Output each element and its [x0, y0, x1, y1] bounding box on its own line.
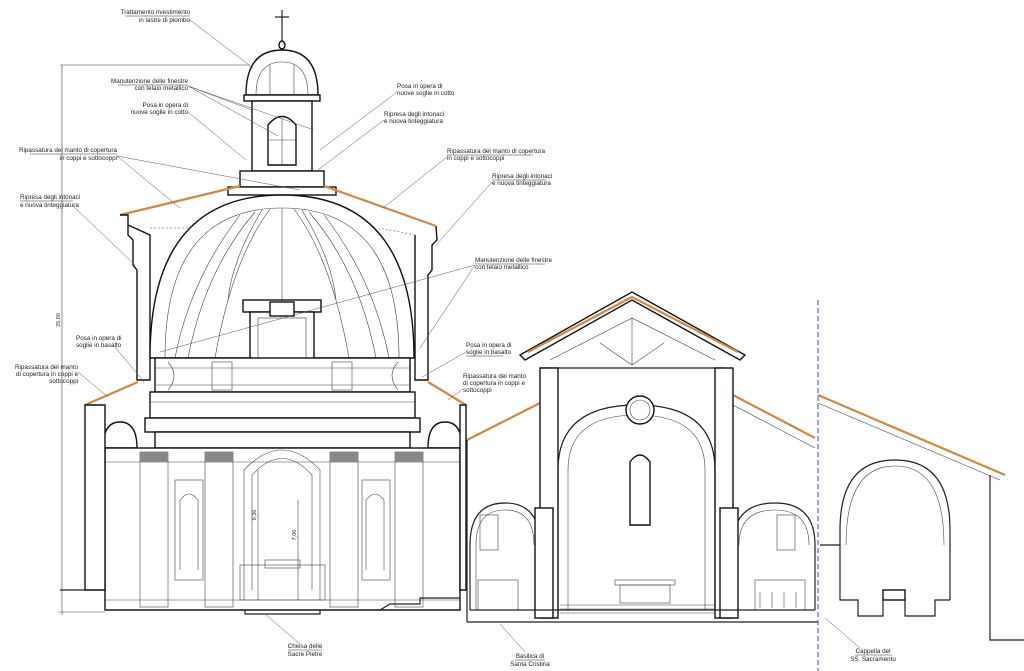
church-sacre-pietre: 25,80 9,36 7,00	[56, 10, 467, 615]
aisle-roof-right	[732, 394, 816, 439]
annotation-plaster-right: Ripresa degli intonaci e nuova tinteggia…	[435, 173, 552, 246]
height-dimension: 25,80 9,36 7,00	[56, 64, 299, 615]
svg-text:di copertura in coppi e: di copertura in coppi e	[463, 380, 525, 387]
svg-text:e nuova tinteggiatura: e nuova tinteggiatura	[384, 118, 443, 125]
annotation-lower-roof-right: Ripassatura del manto di copertura in co…	[447, 373, 527, 401]
annotations-right: Posa in opera di nuove soglie in cotto R…	[159, 83, 553, 401]
building-label-sacre-pietre: Chiesa delle Sacre Pietre	[264, 613, 323, 658]
annotation-dome-roof: Ripassatura del manto di copertura in co…	[19, 147, 301, 209]
lower-roof-right	[427, 381, 467, 406]
church-lower-body	[104, 447, 461, 611]
svg-text:e nuova tinteggiatura: e nuova tinteggiatura	[492, 180, 551, 187]
annotation-lead-covering: Trattamento rivestimento in lastre di pi…	[121, 9, 254, 69]
svg-text:Basilica di: Basilica di	[516, 653, 544, 660]
svg-text:Posa in opera di: Posa in opera di	[397, 83, 443, 90]
annotation-lower-roof-left: Ripassatura del manto di copertura in co…	[15, 364, 109, 398]
nave-window	[629, 454, 651, 526]
basilica-santa-cristina	[466, 291, 818, 623]
svg-text:SS. Sacramento: SS. Sacramento	[850, 656, 896, 663]
svg-text:Ripassatura del manto di coper: Ripassatura del manto di copertura	[447, 148, 546, 155]
roof-right	[323, 184, 437, 228]
svg-text:in coppi e sottocoppi: in coppi e sottocoppi	[60, 155, 117, 162]
dimension-altar-height: 7,00	[292, 530, 298, 541]
svg-text:con telaio metallico: con telaio metallico	[475, 264, 529, 271]
svg-text:e nuova tinteggiatura: e nuova tinteggiatura	[20, 202, 79, 209]
svg-text:Ripassatura del manto di coper: Ripassatura del manto di copertura	[19, 147, 118, 154]
svg-text:soglie in basalto: soglie in basalto	[466, 349, 512, 356]
chapel-roof	[817, 393, 1006, 477]
annotation-plaster-left: Ripresa degli intonaci e nuova tinteggia…	[20, 194, 136, 266]
svg-text:sottocoppi: sottocoppi	[463, 387, 492, 394]
lower-roof-left	[84, 380, 139, 407]
annotation-dome-roof-right: Ripassatura del manto di copertura in co…	[382, 148, 546, 209]
svg-text:Posa in opera di: Posa in opera di	[76, 335, 122, 342]
building-label-santa-cristina: Basilica di Santa Cristina	[499, 623, 550, 668]
annotation-lantern-sills-right: Posa in opera di nuove soglie in cotto	[319, 83, 455, 151]
annotation-lantern-windows: Manutenzione delle finestre con telaio m…	[111, 78, 315, 137]
svg-text:Cappella del: Cappella del	[855, 648, 890, 655]
nave-gable	[518, 291, 747, 361]
svg-text:Ripresa degli intonaci: Ripresa degli intonaci	[20, 194, 80, 201]
svg-text:in coppi e sottocoppi: in coppi e sottocoppi	[447, 155, 504, 162]
capitals	[140, 452, 423, 462]
svg-text:in lastre di piombo: in lastre di piombo	[139, 17, 191, 24]
svg-text:Manutenzione delle finestre: Manutenzione delle finestre	[111, 78, 189, 85]
svg-text:soglie in basalto: soglie in basalto	[76, 342, 122, 349]
svg-text:Sacre Pietre: Sacre Pietre	[288, 651, 323, 658]
svg-text:Chiesa delle: Chiesa delle	[288, 643, 323, 650]
annotation-dome-windows: Manutenzione delle finestre con telaio m…	[159, 257, 553, 353]
aisle-roof-left	[466, 402, 541, 441]
svg-text:Ripresa degli intonaci: Ripresa degli intonaci	[492, 173, 552, 180]
dimension-niche-height: 9,36	[252, 510, 258, 521]
svg-text:Manutenzione delle finestre: Manutenzione delle finestre	[475, 257, 553, 264]
svg-text:Ripassatura del manto: Ripassatura del manto	[15, 364, 79, 371]
chapel-ss-sacramento	[817, 393, 1024, 641]
annotation-lantern-sills: Posa in opera di nuove soglie in cotto	[131, 102, 247, 161]
svg-text:Trattamento rivestimento: Trattamento rivestimento	[121, 9, 191, 16]
cross-icon	[275, 10, 289, 50]
svg-text:Santa Cristina: Santa Cristina	[510, 661, 550, 668]
svg-text:Posa in opera di: Posa in opera di	[466, 342, 512, 349]
svg-text:di copertura in coppi e: di copertura in coppi e	[16, 371, 78, 378]
svg-text:sottocoppi: sottocoppi	[49, 378, 78, 385]
dimension-total-height: 25,80	[56, 313, 62, 327]
svg-text:Ripresa degli intonaci: Ripresa degli intonaci	[384, 111, 444, 118]
annotation-basalt-sills-left: Posa in opera di soglie in basalto	[76, 335, 145, 383]
annotations-left: Trattamento rivestimento in lastre di pi…	[15, 9, 315, 398]
building-label-ss-sacramento: Cappella del SS. Sacramento	[824, 617, 896, 663]
annotation-lantern-plaster: Ripresa degli intonaci e nuova tinteggia…	[317, 111, 444, 171]
roof-left	[119, 184, 241, 217]
svg-text:con telaio metallico: con telaio metallico	[134, 85, 188, 92]
annotation-basalt-sills-right: Posa in opera di soglie in basalto	[421, 342, 512, 378]
svg-text:nuove soglie in cotto: nuove soglie in cotto	[131, 109, 189, 116]
svg-text:Posa in opera di: Posa in opera di	[142, 102, 188, 109]
svg-text:Ripassatura del manto: Ripassatura del manto	[463, 373, 527, 380]
svg-text:nuove soglie in cotto: nuove soglie in cotto	[397, 90, 455, 97]
lantern-cupola	[245, 49, 319, 96]
